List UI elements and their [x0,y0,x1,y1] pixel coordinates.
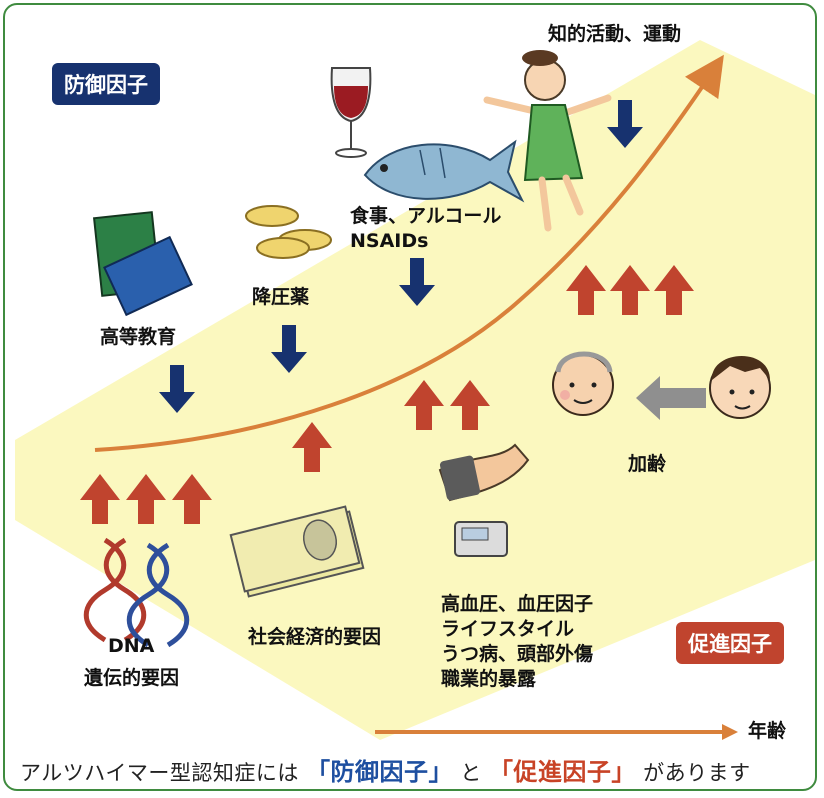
label-antihypertensive: 降圧薬 [252,286,310,308]
promoting-arrow [80,474,120,524]
protective-arrow [271,325,307,373]
label-diet-alcohol: 食事、アルコール [350,205,502,227]
caption: アルツハイマー型認知症には 「防御因子」 と 「促進因子」 があります [20,752,751,787]
label-dna: DNA [108,635,155,657]
dna-icon [83,537,190,648]
child-face-icon [709,355,771,419]
caption-prefix: アルツハイマー型認知症には [20,761,299,785]
promoting-arrow [126,474,166,524]
woman-exercising-icon [483,50,612,232]
protective-arrow [399,258,435,306]
protective-arrow [159,365,195,413]
protective-factors-tag: 防御因子 [52,63,160,105]
promoting-arrow [172,474,212,524]
label-intellectual-activity: 知的活動、運動 [548,23,682,45]
promoting-arrow [450,380,490,430]
caption-promote: 「促進因子」 [488,758,636,786]
protective-arrow [607,100,643,148]
wine-glass-icon [330,67,372,158]
age-axis-arrowhead [722,724,738,740]
protective-arrows [159,100,643,413]
caption-mid: と [460,761,482,785]
pills-icon [245,205,332,259]
label-occupational-exposure: 職業的暴露 [441,668,537,690]
promoting-arrow [566,265,606,315]
label-genetic-factors: 遺伝的要因 [84,667,180,689]
label-lifestyle: ライフスタイル [441,618,575,640]
fish-icon [363,139,525,203]
label-nsaids: NSAIDs [350,230,429,252]
promoting-arrow [292,422,332,472]
promoting-arrows [80,265,694,524]
elderly-face-icon [552,351,614,416]
blood-pressure-monitor-icon [438,443,530,557]
risk-band [15,40,815,740]
promoting-arrow [610,265,650,315]
aging-direction-arrow [636,376,706,420]
promoting-factors-tag: 促進因子 [676,622,784,664]
label-socioeconomic: 社会経済的要因 [248,626,382,648]
label-higher-education: 高等教育 [100,326,177,348]
cognitive-decline-curve [94,54,724,452]
books-icon [92,211,193,317]
label-aging: 加齢 [628,453,667,475]
banknotes-icon [229,505,365,598]
promoting-arrow [654,265,694,315]
promoting-arrow [404,380,444,430]
label-hypertension: 高血圧、血圧因子 [441,593,594,615]
caption-protect: 「防御因子」 [306,758,454,786]
caption-suffix: があります [643,761,751,785]
label-depression-head-injury: うつ病、頭部外傷 [441,643,594,665]
label-age-axis: 年齢 [748,720,787,742]
